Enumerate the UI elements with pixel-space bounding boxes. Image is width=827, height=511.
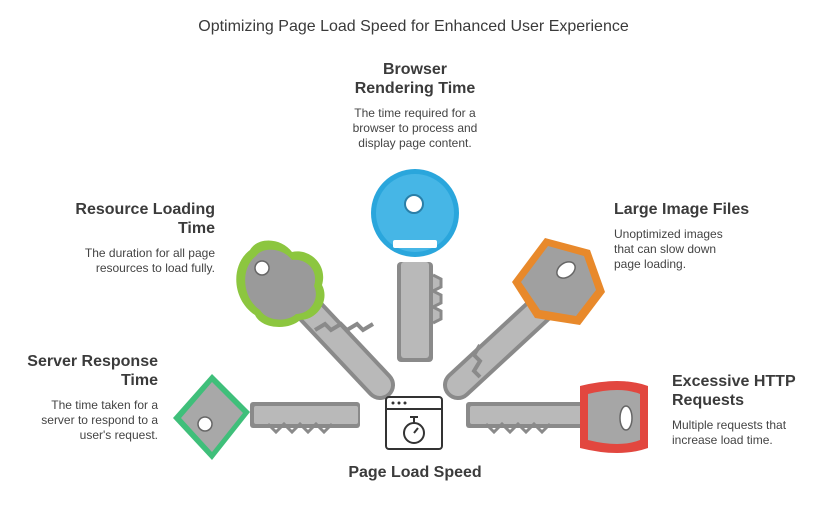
http-key: [466, 381, 648, 453]
images-key: [443, 238, 605, 400]
browser-key: [371, 169, 459, 362]
stopwatch-browser-icon: [385, 396, 443, 450]
server-key: [173, 374, 360, 460]
images-title: Large Image Files: [614, 201, 750, 218]
diagram-title: Optimizing Page Load Speed for Enhanced …: [198, 18, 629, 35]
resource-key: [236, 240, 395, 400]
center-label: Page Load Speed: [348, 464, 482, 481]
